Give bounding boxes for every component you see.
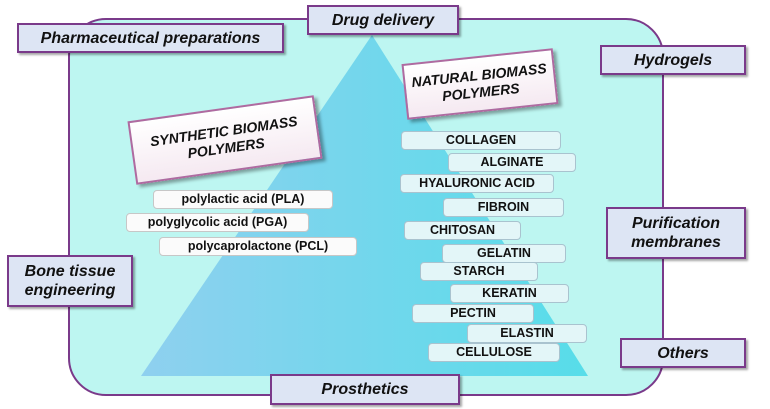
prosthetics-label: Prosthetics: [321, 381, 409, 398]
natural-item: HYALURONIC ACID: [400, 174, 554, 193]
others-label: Others: [657, 344, 709, 362]
hydrogels-label: Hydrogels: [633, 51, 713, 69]
others-box: Others: [620, 338, 746, 368]
natural-item: CELLULOSE: [428, 343, 560, 362]
synthetic-item: polycaprolactone (PCL): [159, 237, 357, 256]
drug-delivery-box: Drug delivery: [307, 5, 459, 35]
natural-item: COLLAGEN: [401, 131, 561, 150]
synthetic-item: polylactic acid (PLA): [153, 190, 333, 209]
natural-item: ELASTIN: [467, 324, 587, 343]
natural-item: KERATIN: [450, 284, 569, 303]
natural-item: CHITOSAN: [404, 221, 521, 240]
bone-label-line1: Bone tissue: [24, 263, 116, 280]
natural-item: STARCH: [420, 262, 538, 281]
pharmaceutical-preparations-label: Pharmaceutical preparations: [40, 29, 261, 47]
natural-item: PECTIN: [412, 304, 534, 323]
hydrogels-box: Hydrogels: [600, 45, 746, 75]
natural-item: GELATIN: [442, 244, 566, 263]
bone-label-line2: engineering: [24, 282, 116, 299]
purification-label-line1: Purification: [631, 215, 720, 232]
drug-delivery-label: Drug delivery: [331, 11, 435, 29]
prosthetics-box: Prosthetics: [270, 374, 460, 405]
purification-label-line2: membranes: [631, 234, 721, 251]
natural-item: ALGINATE: [448, 153, 576, 172]
synthetic-item: polyglycolic acid (PGA): [126, 213, 309, 232]
bone-tissue-engineering-box: Bone tissue engineering: [7, 255, 133, 307]
natural-item: FIBROIN: [443, 198, 564, 217]
pharmaceutical-preparations-box: Pharmaceutical preparations: [17, 23, 284, 53]
purification-membranes-box: Purification membranes: [606, 207, 746, 259]
